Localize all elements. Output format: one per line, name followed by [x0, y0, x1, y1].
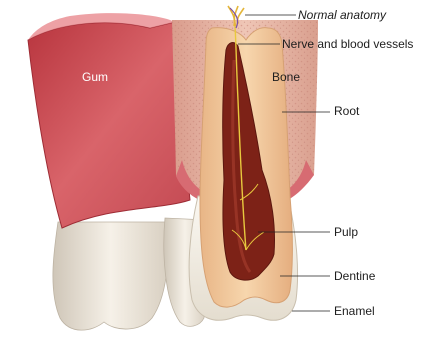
label-bone: Bone	[272, 70, 300, 84]
label-root: Root	[334, 104, 359, 118]
label-pulp: Pulp	[334, 225, 358, 239]
gum-tissue	[28, 22, 190, 228]
label-nerve-blood-vessels: Nerve and blood vessels	[282, 37, 413, 51]
label-gum: Gum	[82, 70, 108, 84]
label-enamel: Enamel	[334, 304, 375, 318]
diagram-title: Normal anatomy	[298, 8, 386, 22]
label-dentine: Dentine	[334, 269, 375, 283]
adjacent-tooth-left	[53, 222, 169, 330]
